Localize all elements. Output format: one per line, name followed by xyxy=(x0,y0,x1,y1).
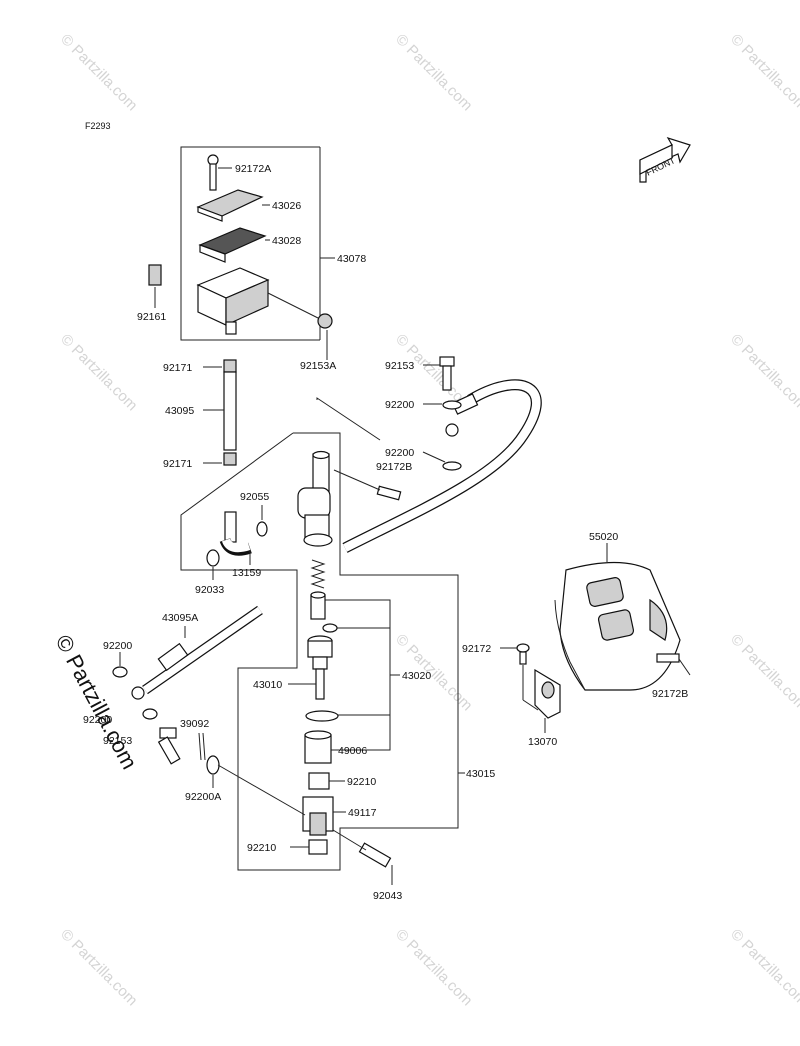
master-cylinder-assembly xyxy=(148,154,333,360)
figure-code: F2293 xyxy=(85,121,111,131)
bracket-lines xyxy=(180,146,465,871)
watermark-text: © Partzilla.com xyxy=(727,331,800,414)
brake-hose xyxy=(342,356,542,553)
watermark-text: © Partzilla.com xyxy=(57,331,140,414)
brake-guard xyxy=(500,543,691,733)
part-label-92200-left-lower: 92200 xyxy=(83,714,112,726)
part-label-39092: 39092 xyxy=(180,718,209,730)
part-label-43028: 43028 xyxy=(272,235,301,247)
part-label-49006: 49006 xyxy=(338,745,367,757)
watermark-text: © Partzilla.com xyxy=(392,926,475,1009)
lower-hose xyxy=(112,605,306,816)
part-label-43020: 43020 xyxy=(402,670,431,682)
watermark-text: © Partzilla.com xyxy=(727,31,800,114)
front-arrow-icon: FRONT xyxy=(639,136,691,183)
watermark-layer: © Partzilla.com © Partzilla.com © Partzi… xyxy=(57,31,800,1009)
part-label-49117: 49117 xyxy=(348,807,377,819)
part-label-92043: 92043 xyxy=(373,890,402,902)
part-label-13159: 13159 xyxy=(232,567,261,579)
part-label-92210-upper: 92210 xyxy=(347,776,376,788)
part-label-92171-top: 92171 xyxy=(163,362,192,374)
part-label-92055: 92055 xyxy=(240,491,269,503)
watermark-text: © Partzilla.com xyxy=(57,926,140,1009)
part-label-92200-upper: 92200 xyxy=(385,399,414,411)
part-label-55020: 55020 xyxy=(589,531,618,543)
part-label-92210-lower: 92210 xyxy=(247,842,276,854)
part-label-43095A: 43095A xyxy=(162,612,198,624)
reservoir-hose xyxy=(203,359,237,466)
part-label-92153-top: 92153 xyxy=(385,360,414,372)
watermark-text: © Partzilla.com xyxy=(727,631,800,714)
part-label-43015: 43015 xyxy=(466,768,495,780)
part-label-92172B-right: 92172B xyxy=(652,688,688,700)
part-labels: 92172A 43026 43028 43078 92161 92153A 92… xyxy=(83,163,688,902)
part-label-92172B-center: 92172B xyxy=(376,461,412,473)
watermark-large: © Partzilla.com xyxy=(51,631,143,774)
part-label-92161: 92161 xyxy=(137,311,166,323)
part-label-92200-middle: 92200 xyxy=(385,447,414,459)
part-label-92033: 92033 xyxy=(195,584,224,596)
inlet-fitting xyxy=(206,505,268,580)
part-label-92200-left-upper: 92200 xyxy=(103,640,132,652)
part-label-92171-bottom: 92171 xyxy=(163,458,192,470)
part-label-43078: 43078 xyxy=(337,253,366,265)
part-label-13070: 13070 xyxy=(528,736,557,748)
part-label-92172A: 92172A xyxy=(235,163,271,175)
master-cylinder-body xyxy=(297,450,402,547)
piston-stack xyxy=(288,559,393,885)
part-label-43095: 43095 xyxy=(165,405,194,417)
part-label-92172: 92172 xyxy=(462,643,491,655)
watermark-text: © Partzilla.com xyxy=(57,31,140,114)
part-label-92153-left: 92153 xyxy=(103,735,132,747)
part-label-43010: 43010 xyxy=(253,679,282,691)
watermark-text: © Partzilla.com xyxy=(392,31,475,114)
part-label-92153A: 92153A xyxy=(300,360,336,372)
watermark-text: © Partzilla.com xyxy=(727,926,800,1009)
part-label-92200A: 92200A xyxy=(185,791,221,803)
part-label-43026: 43026 xyxy=(272,200,301,212)
